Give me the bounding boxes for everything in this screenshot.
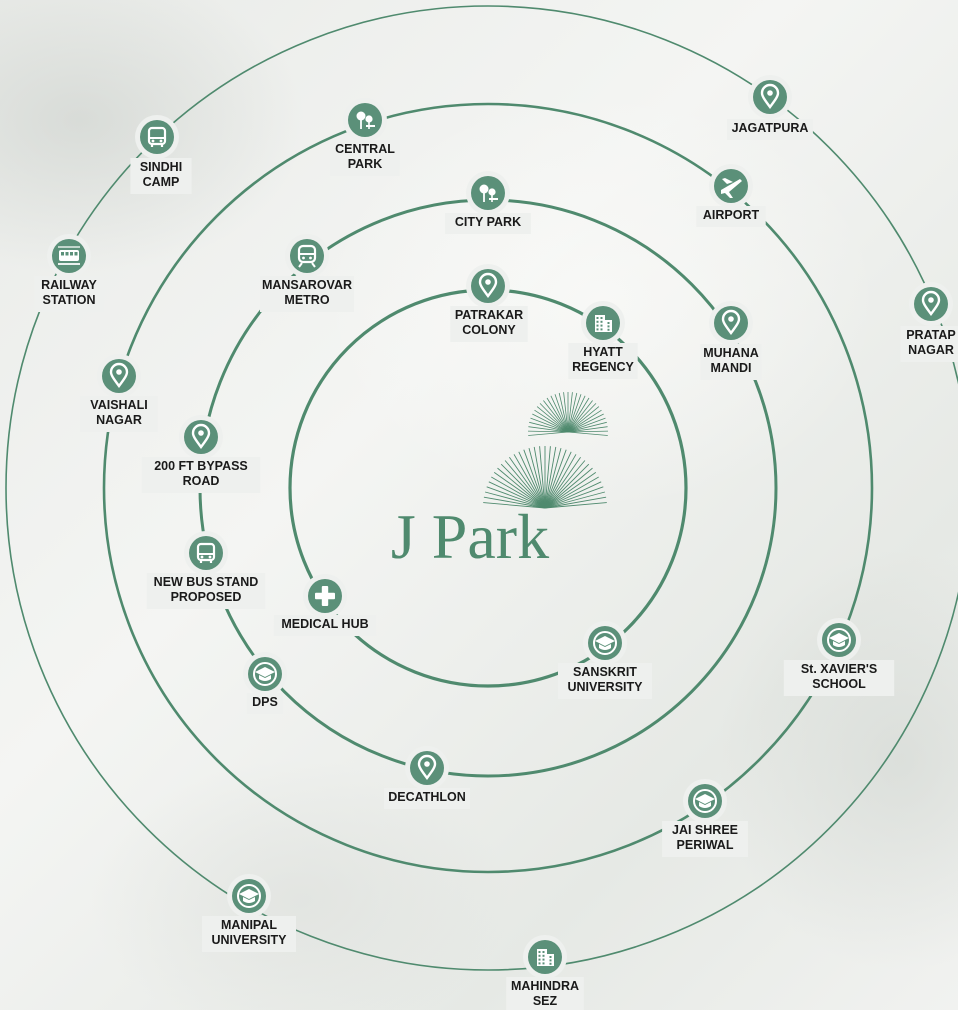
location-label-line: STATION — [42, 293, 95, 307]
location-label: SANSKRITUNIVERSITY — [567, 665, 643, 694]
train-icon — [52, 239, 86, 273]
map-pin-icon — [753, 80, 787, 114]
airplane-icon — [714, 169, 748, 203]
location-label-line: SCHOOL — [812, 677, 866, 691]
location-label-line: ROAD — [183, 474, 220, 488]
location-label-line: NAGAR — [96, 413, 142, 427]
graduation-cap-icon — [248, 657, 282, 691]
location-label: JAGATPURA — [732, 121, 809, 135]
location-label-line: HYATT — [583, 345, 623, 359]
map-pin-icon — [914, 287, 948, 321]
location-label-line: PRATAP — [906, 328, 956, 342]
location-label: AIRPORT — [703, 208, 760, 222]
park-icon — [471, 176, 505, 210]
location-label: MEDICAL HUB — [281, 617, 368, 631]
location-jagatpura[interactable]: JAGATPURA — [727, 75, 813, 140]
location-label-line: JAGATPURA — [732, 121, 809, 135]
location-label-line: PROPOSED — [171, 590, 242, 604]
map-pin-icon — [714, 306, 748, 340]
bus-icon — [140, 120, 174, 154]
j-park-logo: J Park — [391, 392, 608, 572]
sunburst-emblem — [483, 392, 608, 508]
location-label-line: DECATHLON — [388, 790, 466, 804]
location-medical-hub[interactable]: MEDICAL HUB — [274, 574, 376, 636]
location-label-line: SEZ — [533, 994, 558, 1008]
location-label-line: SANSKRIT — [573, 665, 637, 679]
location-label-line: RAILWAY — [41, 278, 97, 292]
location-label-line: NAGAR — [908, 343, 954, 357]
location-label-line: MANDI — [711, 361, 752, 375]
location-label-line: St. XAVIER'S — [801, 662, 877, 676]
map-pin-icon — [184, 420, 218, 454]
brand-name: J Park — [391, 501, 549, 572]
location-dps[interactable]: DPS — [243, 652, 287, 714]
map-pin-icon — [102, 359, 136, 393]
location-label-line: CAMP — [143, 175, 180, 189]
location-label-line: 200 FT BYPASS — [154, 459, 248, 473]
building-icon — [586, 306, 620, 340]
bus-icon — [189, 536, 223, 570]
location-label-line: PATRAKAR — [455, 308, 523, 322]
location-label-line: MANIPAL — [221, 918, 277, 932]
map-pin-icon — [410, 751, 444, 785]
location-label-line: REGENCY — [572, 360, 634, 374]
location-label: CITY PARK — [455, 215, 521, 229]
location-label-line: UNIVERSITY — [211, 933, 287, 947]
building-icon — [528, 940, 562, 974]
location-label: DECATHLON — [388, 790, 466, 804]
location-decathlon[interactable]: DECATHLON — [384, 746, 470, 809]
location-label-line: COLONY — [462, 323, 516, 337]
location-label-line: MEDICAL HUB — [281, 617, 368, 631]
park-icon — [348, 103, 382, 137]
location-label: St. XAVIER'SSCHOOL — [801, 662, 877, 691]
location-label-line: CENTRAL — [335, 142, 395, 156]
location-label-line: JAI SHREE — [672, 823, 738, 837]
location-label-line: MUHANA — [703, 346, 759, 360]
map-pin-icon — [471, 269, 505, 303]
location-label-line: PERIWAL — [677, 838, 734, 852]
graduation-cap-icon — [688, 784, 722, 818]
location-label-line: UNIVERSITY — [567, 680, 643, 694]
location-label-line: AIRPORT — [703, 208, 760, 222]
location-label: DPS — [252, 695, 278, 709]
location-label-line: SINDHI — [140, 160, 182, 174]
graduation-cap-icon — [822, 623, 856, 657]
location-label-line: METRO — [284, 293, 329, 307]
location-label-line: CITY PARK — [455, 215, 521, 229]
medical-cross-icon — [308, 579, 342, 613]
location-label-line: PARK — [348, 157, 383, 171]
metro-icon — [290, 239, 324, 273]
location-label-line: NEW BUS STAND — [154, 575, 259, 589]
location-label-line: MANSAROVAR — [262, 278, 352, 292]
location-label-line: MAHINDRA — [511, 979, 579, 993]
location-label-line: VAISHALI — [90, 398, 147, 412]
graduation-cap-icon — [588, 626, 622, 660]
location-label-line: DPS — [252, 695, 278, 709]
location-label: SINDHICAMP — [140, 160, 182, 189]
graduation-cap-icon — [232, 879, 266, 913]
